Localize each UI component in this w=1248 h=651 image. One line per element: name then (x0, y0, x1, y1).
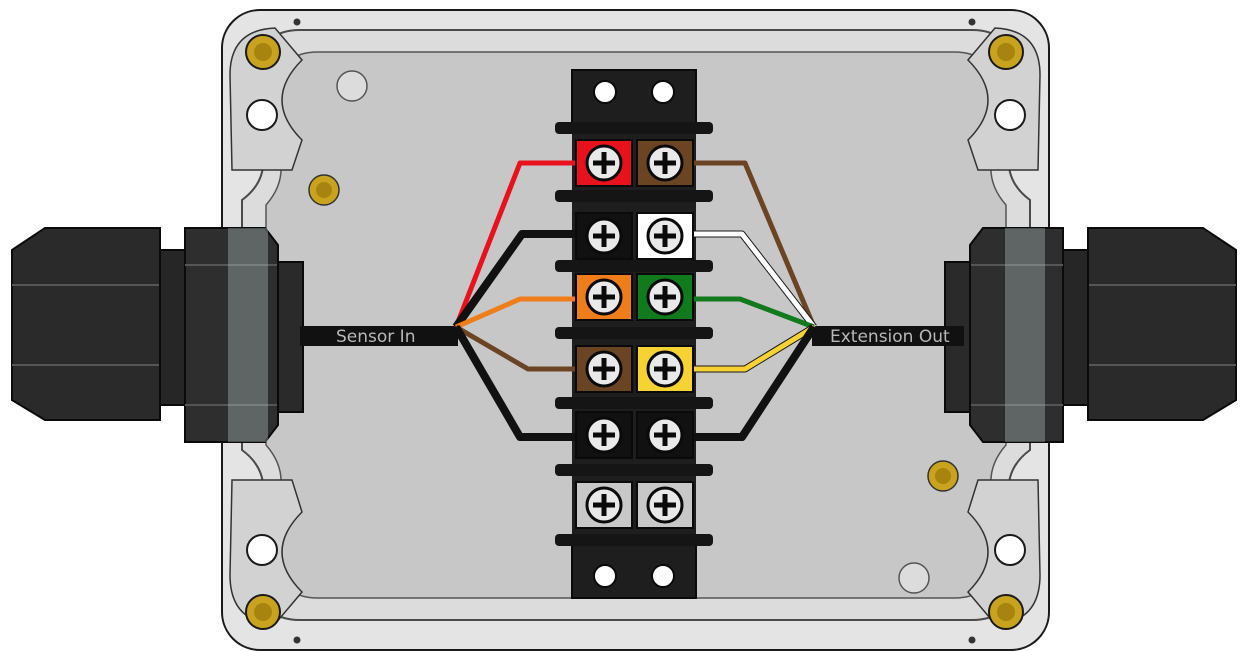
terminal-block-mount-hole (593, 80, 617, 104)
terminal-separator (555, 260, 713, 272)
terminal-screw-icon (646, 144, 684, 182)
terminal-separator (555, 397, 713, 409)
terminal-block-mount-hole (593, 564, 617, 588)
terminal-separator (555, 534, 713, 546)
terminal-screw-icon (585, 144, 623, 182)
terminal-screw-icon (585, 217, 623, 255)
inner-bosses (308, 70, 959, 594)
terminal-separator (555, 122, 713, 134)
output-cable (812, 326, 964, 346)
terminal-screw-icon (585, 278, 623, 316)
terminal-screw-icon (646, 416, 684, 454)
terminal-separator (555, 464, 713, 476)
trunk-cables: Sensor In Extension Out (300, 326, 964, 347)
brass-corner-screws (245, 34, 1024, 630)
cable-gland-right (944, 227, 1237, 443)
extension-out-label: Extension Out (830, 327, 950, 347)
terminal-screw-icon (646, 278, 684, 316)
terminal-screw-icon (646, 217, 684, 255)
terminal-block-bottom-tab (571, 539, 697, 599)
terminal-block-mount-hole (651, 564, 675, 588)
terminal-screw-icon (646, 486, 684, 524)
terminal-screw-icon (646, 350, 684, 388)
mounting-holes (246, 18, 1026, 644)
sensor-in-label: Sensor In (336, 327, 415, 347)
terminal-screw-icon (585, 350, 623, 388)
terminal-screw-icon (585, 416, 623, 454)
terminal-block-mount-hole (651, 80, 675, 104)
terminal-rows (555, 122, 713, 546)
terminal-separator (555, 327, 713, 339)
terminal-block-top-tab (571, 69, 697, 125)
terminal-separator (555, 190, 713, 202)
input-cable (300, 326, 458, 346)
cable-gland-left (11, 227, 304, 443)
terminal-screw-icon (585, 486, 623, 524)
